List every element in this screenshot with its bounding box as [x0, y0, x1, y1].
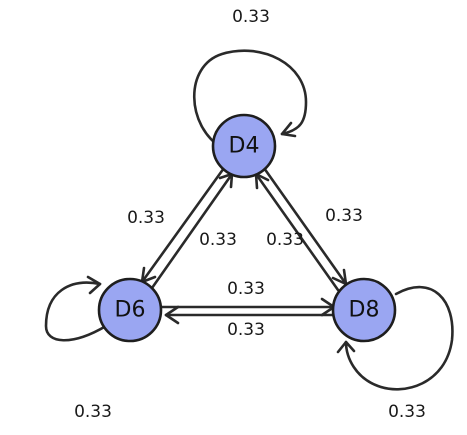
node-d6: D6 [97, 277, 163, 343]
label-d6-d6: 0.33 [74, 402, 112, 422]
edge-d8-d6 [164, 305, 336, 325]
label-d8-d6: 0.33 [227, 320, 265, 340]
label-d4-d4: 0.33 [232, 7, 270, 27]
label-d6-d8: 0.33 [227, 279, 265, 299]
label-d6-d4: 0.33 [199, 230, 237, 250]
label-d8-d8: 0.33 [388, 402, 426, 422]
label-d4-d6: 0.33 [127, 208, 165, 228]
node-d8: D8 [331, 277, 397, 343]
label-d4-d8: 0.33 [325, 206, 363, 226]
edge-d6-d6 [44, 275, 108, 342]
node-d4-label: D4 [229, 134, 260, 159]
edge-d4-d4 [192, 49, 308, 150]
label-d8-d4: 0.33 [266, 230, 304, 250]
node-d4: D4 [211, 113, 277, 179]
edge-d8-d8 [336, 285, 454, 391]
node-d6-label: D6 [115, 298, 146, 323]
edge-d4-d8 [262, 166, 348, 286]
edge-d6-d8 [158, 297, 336, 317]
node-d8-label: D8 [349, 298, 380, 323]
